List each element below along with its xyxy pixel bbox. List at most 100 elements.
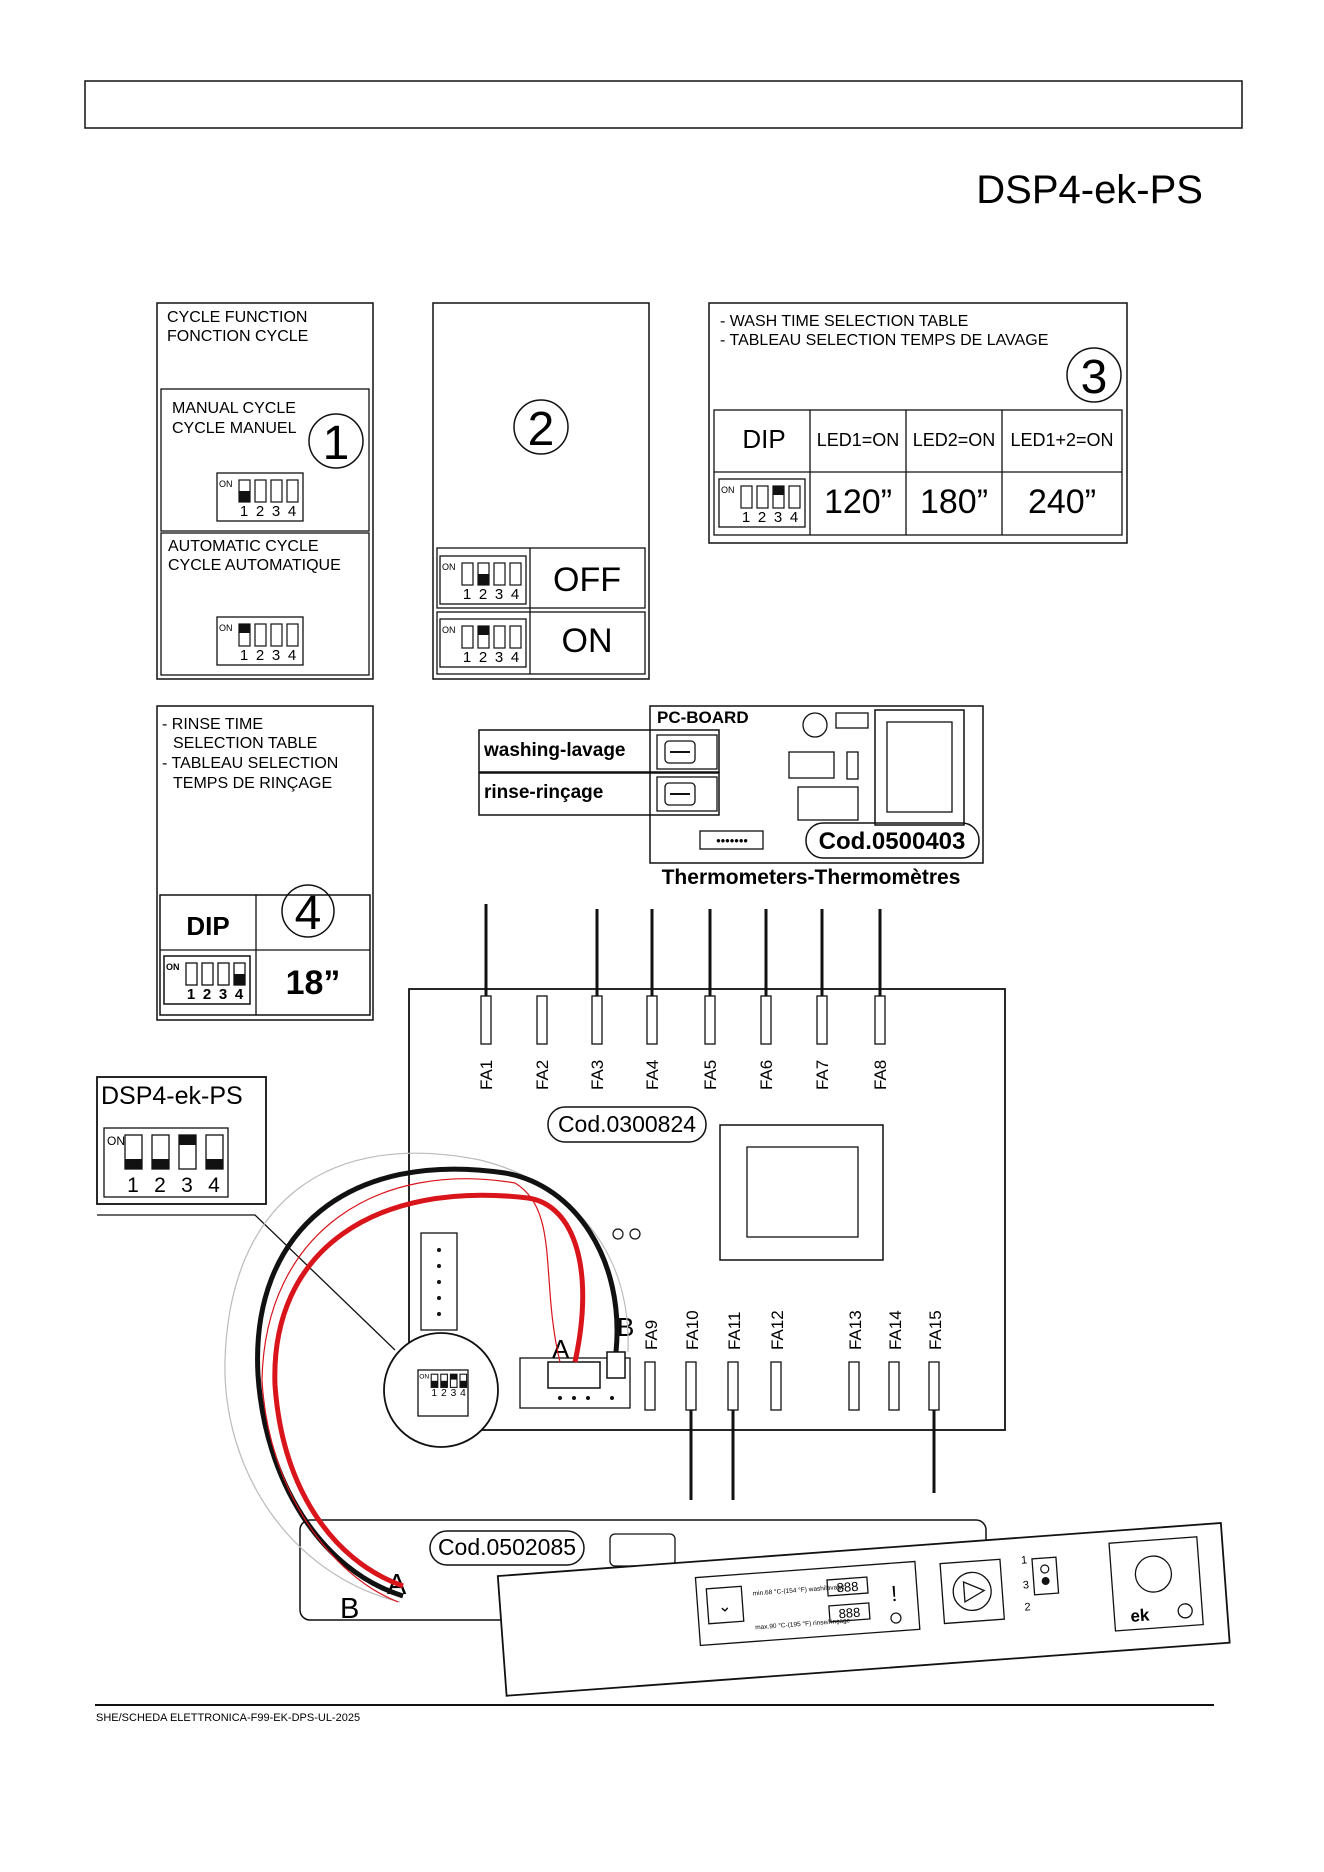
svg-text:- TABLEAU SELECTION: - TABLEAU SELECTION bbox=[162, 755, 338, 772]
svg-text:2: 2 bbox=[479, 649, 487, 666]
svg-text:FA5: FA5 bbox=[701, 1060, 720, 1090]
svg-text:888: 888 bbox=[836, 1579, 859, 1596]
svg-text:2: 2 bbox=[479, 586, 487, 603]
svg-text:2: 2 bbox=[256, 503, 264, 520]
svg-text:FA4: FA4 bbox=[643, 1060, 662, 1090]
control-panel: Cod.0502085 ⌄ min.68 °C-(154 °F) washila… bbox=[299, 1519, 1231, 1697]
pc-board-code: Cod.0500403 bbox=[819, 828, 966, 855]
magnifier-circle: ON 1 2 3 4 bbox=[383, 1332, 499, 1448]
svg-text:PC-BOARD: PC-BOARD bbox=[657, 708, 749, 727]
svg-text:FA10: FA10 bbox=[683, 1310, 702, 1350]
svg-text:2: 2 bbox=[203, 986, 211, 1003]
svg-text:888: 888 bbox=[838, 1605, 861, 1622]
dip-switch-auto: ON 1 2 3 4 bbox=[216, 616, 304, 666]
svg-text:4: 4 bbox=[790, 509, 798, 526]
svg-text:- WASH TIME SELECTION TABLE: - WASH TIME SELECTION TABLE bbox=[720, 313, 968, 330]
svg-text:2: 2 bbox=[1024, 1601, 1031, 1613]
svg-text:1: 1 bbox=[240, 503, 248, 520]
on-label: ON bbox=[562, 622, 613, 660]
rinse-time-panel: - RINSE TIME SELECTION TABLE - TABLEAU S… bbox=[156, 705, 374, 1021]
dsp-settings-box: DSP4-ek-PS ON 1 2 3 4 bbox=[96, 1076, 267, 1205]
svg-text:1: 1 bbox=[127, 1174, 139, 1197]
off-label: OFF bbox=[553, 561, 621, 599]
svg-text:180”: 180” bbox=[920, 483, 988, 521]
cycle-title-fr: FONCTION CYCLE bbox=[167, 328, 308, 345]
svg-text:ON: ON bbox=[219, 479, 233, 489]
svg-text:ek: ek bbox=[1130, 1605, 1151, 1625]
svg-text:FA15: FA15 bbox=[926, 1310, 945, 1350]
switch-panel: 2 ON 1 2 3 4 OFF ON 1 2 3 4 bbox=[432, 302, 650, 680]
svg-text:FA12: FA12 bbox=[768, 1310, 787, 1350]
svg-text:3: 3 bbox=[272, 647, 280, 664]
svg-text:3: 3 bbox=[181, 1174, 193, 1197]
svg-text:1: 1 bbox=[463, 586, 471, 603]
svg-text:2: 2 bbox=[758, 509, 766, 526]
main-board: FA1 FA2 FA3 FA4 FA5 FA6 FA7 FA8 Cod.0300… bbox=[408, 904, 1006, 1500]
step-number: 1 bbox=[323, 417, 350, 470]
svg-text:DSP4-ek-PS: DSP4-ek-PS bbox=[101, 1082, 243, 1110]
svg-text:1: 1 bbox=[187, 986, 195, 1003]
svg-text:240”: 240” bbox=[1028, 483, 1096, 521]
svg-text:LED2=ON: LED2=ON bbox=[913, 430, 996, 450]
dip-switch-off: ON 1 2 3 4 bbox=[439, 555, 527, 605]
cycle-title-en: CYCLE FUNCTION bbox=[167, 309, 307, 326]
pc-board: PC-BOARD ••••••• Cod.0500403 washing-lav… bbox=[478, 705, 984, 889]
rinse-label: rinse-rinçage bbox=[484, 782, 603, 803]
svg-text:2: 2 bbox=[528, 403, 555, 456]
step-badge bbox=[308, 413, 364, 469]
svg-text:18”: 18” bbox=[286, 964, 341, 1002]
dip-switch-on: ON 1 2 3 4 bbox=[439, 618, 527, 668]
svg-text:FA14: FA14 bbox=[886, 1310, 905, 1350]
svg-text:FA8: FA8 bbox=[871, 1060, 890, 1090]
svg-text:ON: ON bbox=[219, 623, 233, 633]
svg-text:B: B bbox=[617, 1312, 634, 1342]
svg-text:4: 4 bbox=[288, 503, 296, 520]
svg-text:4: 4 bbox=[511, 649, 519, 666]
dip-switch-manual: ON 1 2 3 4 bbox=[216, 472, 304, 522]
svg-text:1: 1 bbox=[240, 647, 248, 664]
svg-text:1: 1 bbox=[463, 649, 471, 666]
svg-text:B: B bbox=[340, 1593, 359, 1625]
svg-text:ON: ON bbox=[166, 962, 180, 972]
footer-doc-id: SHE/SCHEDA ELETTRONICA-F99-EK-DPS-UL-202… bbox=[96, 1712, 360, 1724]
wash-time-panel: - WASH TIME SELECTION TABLE - TABLEAU SE… bbox=[708, 302, 1128, 544]
svg-text:3: 3 bbox=[451, 1388, 457, 1399]
svg-text:FA2: FA2 bbox=[533, 1060, 552, 1090]
svg-text:2: 2 bbox=[154, 1174, 166, 1197]
svg-text:ON: ON bbox=[442, 625, 456, 635]
svg-text:- TABLEAU SELECTION TEMPS DE: - TABLEAU SELECTION TEMPS DE LAVAGE bbox=[720, 332, 1048, 349]
svg-text:FA7: FA7 bbox=[813, 1060, 832, 1090]
svg-text:3: 3 bbox=[1022, 1579, 1029, 1591]
manual-cycle-en: MANUAL CYCLE bbox=[172, 400, 296, 417]
main-board-code: Cod.0300824 bbox=[558, 1111, 696, 1137]
svg-text:⌄: ⌄ bbox=[717, 1598, 732, 1616]
svg-text:3: 3 bbox=[272, 503, 280, 520]
svg-text:4: 4 bbox=[460, 1388, 466, 1399]
auto-cycle-en: AUTOMATIC CYCLE bbox=[168, 538, 319, 555]
svg-text:DIP: DIP bbox=[186, 911, 229, 941]
svg-text:LED1+2=ON: LED1+2=ON bbox=[1010, 430, 1113, 450]
svg-text:4: 4 bbox=[208, 1174, 220, 1197]
svg-text:4: 4 bbox=[511, 586, 519, 603]
svg-text:4: 4 bbox=[235, 986, 244, 1003]
thermometers-label: Thermometers-Thermomètres bbox=[662, 866, 961, 889]
svg-text:ON: ON bbox=[442, 562, 456, 572]
svg-text:2: 2 bbox=[256, 647, 264, 664]
leader-line bbox=[97, 1214, 396, 1351]
svg-text:FA1: FA1 bbox=[477, 1060, 496, 1090]
svg-text:•••••••: ••••••• bbox=[716, 833, 748, 848]
svg-text:2: 2 bbox=[441, 1388, 447, 1399]
dip-switch-wash: ON 1 2 3 4 bbox=[718, 478, 806, 528]
dip-switch-rinse: ON 1 2 3 4 bbox=[163, 955, 251, 1005]
svg-text:1: 1 bbox=[431, 1388, 437, 1399]
svg-text:ON: ON bbox=[721, 485, 735, 495]
auto-cycle-fr: CYCLE AUTOMATIQUE bbox=[168, 557, 341, 574]
svg-text:4: 4 bbox=[295, 887, 322, 940]
svg-text:3: 3 bbox=[774, 509, 782, 526]
svg-text:FA13: FA13 bbox=[846, 1310, 865, 1350]
cable-harness bbox=[224, 1152, 629, 1603]
svg-text:3: 3 bbox=[495, 649, 503, 666]
cycle-function-panel: CYCLE FUNCTION FONCTION CYCLE MANUAL CYC… bbox=[156, 302, 374, 680]
svg-text:3: 3 bbox=[495, 586, 503, 603]
